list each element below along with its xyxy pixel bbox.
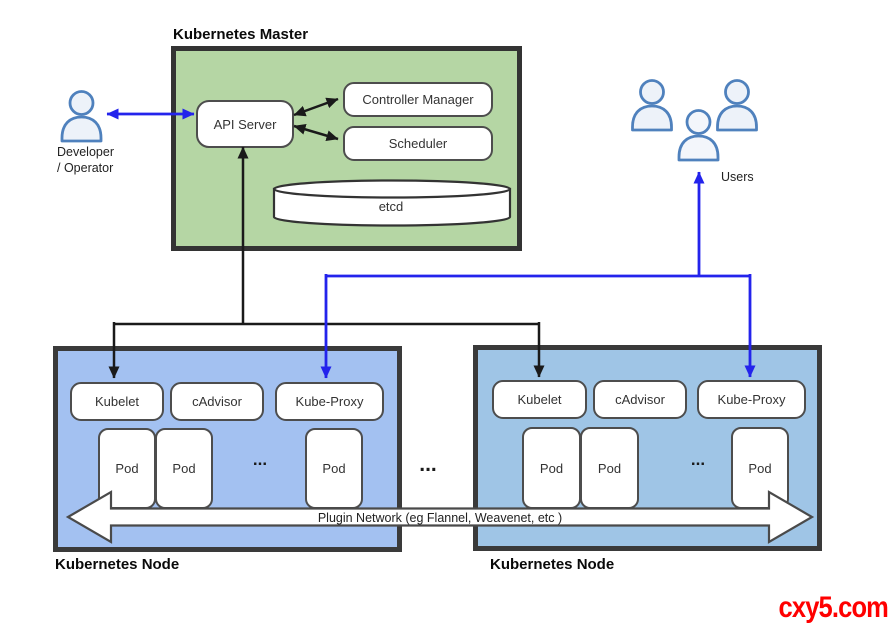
node-right-pod-box: Pod [731, 427, 789, 509]
controller-manager-box: Controller Manager [343, 82, 493, 117]
cadvisor-label: cAdvisor [192, 394, 242, 409]
pod-label: Pod [597, 460, 622, 476]
kube-proxy-label: Kube-Proxy [295, 394, 364, 409]
api-server-box: API Server [196, 100, 294, 148]
developer-person-icon [60, 90, 103, 143]
node-right-cadvisor-box: cAdvisor [593, 380, 687, 419]
pod-label: Pod [539, 460, 564, 476]
between-nodes-ellipsis: ... [419, 453, 437, 476]
node-left-cadvisor-box: cAdvisor [170, 382, 264, 421]
user-person-icon [716, 79, 758, 132]
pod-label: Pod [748, 460, 772, 476]
node-left-kube-proxy-box: Kube-Proxy [275, 382, 384, 421]
node-right-pod-box: Pod [580, 427, 639, 509]
api-server-label: API Server [213, 116, 277, 132]
cadvisor-label: cAdvisor [615, 392, 665, 407]
controller-manager-label: Controller Manager [362, 92, 474, 107]
master-title: Kubernetes Master [173, 26, 309, 43]
node-right-title: Kubernetes Node [490, 556, 615, 573]
users-group-icon [631, 79, 758, 162]
node-left-pod-box: Pod [98, 428, 156, 509]
node-right-kubelet-box: Kubelet [492, 380, 587, 419]
scheduler-label: Scheduler [388, 136, 448, 151]
node-left-pod-box: Pod [155, 428, 213, 509]
etcd-label: etcd [378, 198, 404, 214]
node-left-title: Kubernetes Node [55, 556, 180, 573]
users-label: Users [721, 170, 754, 184]
pod-label: Pod [322, 461, 346, 476]
pod-label: Pod [115, 461, 139, 476]
developer-label-line2: / Operator [57, 161, 114, 175]
node-right-pods-ellipsis: ... [690, 450, 706, 469]
node-right-pod-box: Pod [522, 427, 581, 509]
pod-label: Pod [172, 461, 196, 476]
user-person-icon [631, 79, 673, 132]
kubelet-label: Kubelet [94, 394, 140, 409]
scheduler-box: Scheduler [343, 126, 493, 161]
kubelet-label: Kubelet [517, 392, 562, 407]
plugin-network-label: Plugin Network (eg Flannel, Weavenet, et… [317, 510, 563, 525]
user-person-icon [677, 109, 720, 162]
node-left-kubelet-box: Kubelet [70, 382, 164, 421]
node-right-kube-proxy-box: Kube-Proxy [697, 380, 806, 419]
developer-label-line1: Developer [57, 145, 114, 159]
node-left-pod-box: Pod [305, 428, 363, 509]
developer-label: Developer / Operator [57, 144, 114, 176]
node-left-pods-ellipsis: ... [252, 450, 268, 469]
watermark-text: cxy5.com [778, 591, 889, 624]
kube-proxy-label: Kube-Proxy [717, 392, 786, 407]
